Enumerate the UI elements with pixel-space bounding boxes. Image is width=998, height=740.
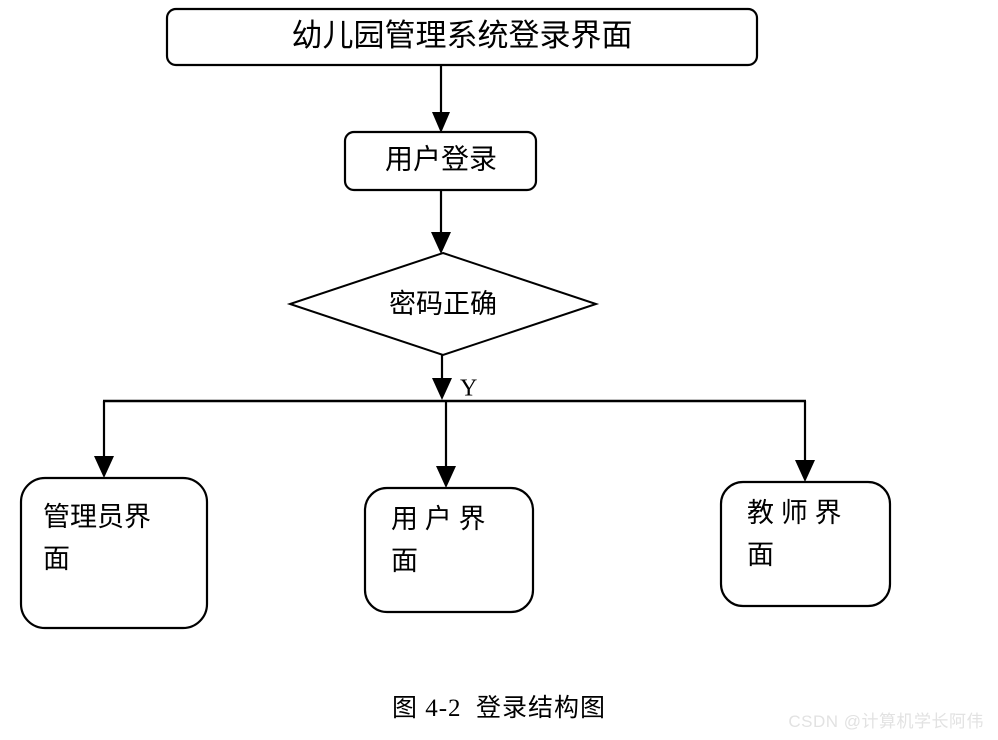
node-password-correct-decision[interactable]: 密码正确 — [286, 251, 600, 357]
node-system-login-interface-shape — [165, 7, 759, 67]
node-user-interface-shape — [363, 486, 535, 614]
node-system-login-interface-label: 幼儿园管理系统登录界面 — [292, 18, 633, 53]
arrowhead-down-icon — [94, 456, 114, 478]
arrowhead-down-icon — [431, 232, 451, 254]
node-user-interface-label-line1: 用 户 界 — [391, 504, 486, 534]
node-system-login-interface[interactable]: 幼儿园管理系统登录界面 — [165, 7, 759, 67]
connector-bus-to-admin — [94, 401, 114, 478]
node-user-login[interactable]: 用户登录 — [343, 130, 538, 192]
node-user-login-label: 用户登录 — [385, 143, 497, 175]
connector-bus-to-teacher — [795, 401, 815, 482]
node-admin-interface[interactable]: 管理员界 面 — [19, 476, 209, 630]
node-password-correct-decision-label: 密码正确 — [389, 289, 497, 319]
node-teacher-interface[interactable]: 教 师 界 面 — [719, 480, 892, 608]
arrowhead-down-icon — [436, 466, 456, 488]
node-user-interface[interactable]: 用 户 界 面 — [363, 486, 535, 614]
connector-bus-to-user — [436, 401, 456, 488]
node-teacher-interface-label-line1: 教 师 界 — [747, 498, 842, 528]
node-admin-interface-label-line2: 面 — [43, 544, 70, 574]
csdn-watermark: CSDN @计算机学长阿伟 — [788, 712, 984, 731]
connector-title-to-login — [432, 65, 450, 133]
arrowhead-down-icon — [432, 112, 450, 133]
connector-login-to-decision — [431, 190, 451, 254]
arrowhead-down-icon — [432, 378, 452, 400]
node-user-interface-label-line2: 面 — [391, 546, 418, 576]
arrowhead-down-icon — [795, 460, 815, 482]
figure-caption: 图 4-2 登录结构图 — [391, 695, 607, 722]
node-admin-interface-shape — [19, 476, 209, 630]
branch-label-yes: Y — [460, 376, 477, 402]
node-admin-interface-label-line1: 管理员界 — [43, 502, 151, 532]
node-teacher-interface-label-line2: 面 — [747, 540, 774, 570]
connector-decision-to-bus: Y — [432, 355, 477, 402]
node-teacher-interface-shape — [719, 480, 892, 608]
